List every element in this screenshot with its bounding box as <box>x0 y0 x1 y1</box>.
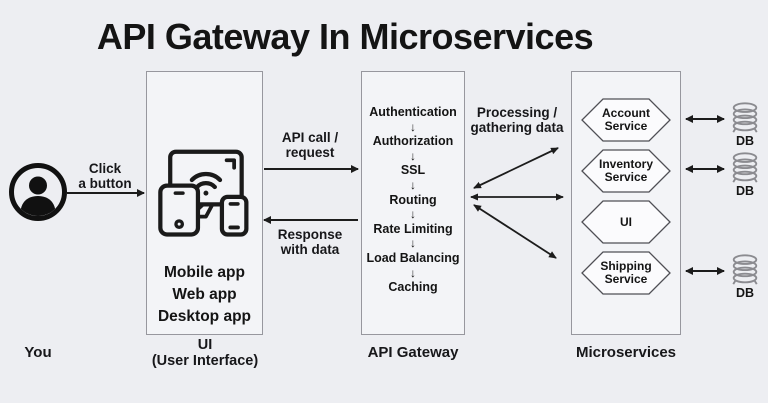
response-line1: Response <box>277 227 343 242</box>
down-arrow-icon: ↓ <box>410 177 416 192</box>
arrow-ms-db-1 <box>685 115 725 123</box>
db-label: DB <box>735 184 755 198</box>
service-hexagon-inventory: Inventory Service <box>581 149 671 193</box>
hexagon-shape <box>581 98 671 142</box>
processing-label: Processing / gathering data <box>464 105 570 135</box>
services-list: Account Service Inventory Service UI Shi… <box>572 98 680 295</box>
ui-caption-line1: UI <box>197 337 213 353</box>
arrowhead-right <box>137 189 145 197</box>
database-icon <box>732 152 758 183</box>
gateway-step: Rate Limiting <box>373 221 453 236</box>
response-line2: with data <box>280 242 340 257</box>
gateway-step: Authorization <box>372 134 454 149</box>
microservices-caption: Microservices <box>575 344 677 361</box>
database-icon <box>732 102 758 133</box>
arrow-response <box>263 216 358 224</box>
actor-label: You <box>24 344 52 361</box>
devices-icon <box>158 149 249 237</box>
arrow-api-call <box>264 165 359 173</box>
app-item-desktop: Desktop app <box>157 308 251 325</box>
service-hexagon-ui: UI <box>581 200 671 244</box>
response-label: Response with data <box>264 227 356 257</box>
service-label: Shipping Service <box>600 259 652 286</box>
gateway-caption: API Gateway <box>367 344 459 361</box>
click-action-label: Click a button <box>67 161 143 191</box>
gateway-step: Load Balancing <box>366 250 460 265</box>
api-call-label: API call / request <box>264 130 356 160</box>
arrow-gateway-ms-up <box>473 147 559 189</box>
api-call-line1: API call / <box>281 130 339 145</box>
db-label: DB <box>735 286 755 300</box>
arrowhead-right <box>717 267 725 275</box>
ui-box: Mobile app Web app Desktop app <box>146 71 263 335</box>
click-action-line1: Click <box>88 161 122 176</box>
service-label: Account Service <box>602 106 650 133</box>
service-label: UI <box>620 214 632 229</box>
service-label: Inventory Service <box>598 157 653 184</box>
app-item-mobile: Mobile app <box>164 264 245 281</box>
apps-list: Mobile app Web app Desktop app <box>147 262 262 328</box>
gateway-step: SSL <box>400 163 426 178</box>
api-gateway-box: Authentication ↓ Authorization ↓ SSL ↓ R… <box>361 71 465 335</box>
gateway-step: Authentication <box>369 105 457 119</box>
ui-caption: UI (User Interface) <box>134 337 276 369</box>
arrow-ms-db-3 <box>685 267 725 275</box>
page-title: API Gateway In Microservices <box>96 16 594 57</box>
gateway-microservices-arrows <box>470 147 564 259</box>
app-item-web: Web app <box>172 286 237 303</box>
database-icon <box>732 254 758 285</box>
arrowhead-left <box>263 216 271 224</box>
gateway-step: Routing <box>389 192 437 207</box>
database-unit-1: DB <box>725 102 765 148</box>
arrowhead-left <box>685 115 693 123</box>
arrowhead-right <box>351 165 359 173</box>
down-arrow-icon: ↓ <box>410 236 416 251</box>
processing-line2: gathering data <box>470 120 564 135</box>
arrow-you-to-ui <box>67 189 145 197</box>
processing-line1: Processing / <box>476 105 558 120</box>
arrowhead-right <box>717 115 725 123</box>
arrowhead-left <box>685 267 693 275</box>
api-call-line2: request <box>285 145 335 160</box>
down-arrow-icon: ↓ <box>410 148 416 163</box>
down-arrow-icon: ↓ <box>410 207 416 222</box>
db-label: DB <box>735 134 755 148</box>
arrowhead-right <box>717 165 725 173</box>
service-hexagon-shipping: Shipping Service <box>581 251 671 295</box>
service-hexagon-account: Account Service <box>581 98 671 142</box>
microservices-box: Account Service Inventory Service UI Shi… <box>571 71 681 335</box>
database-unit-2: DB <box>725 152 765 198</box>
gateway-steps: Authentication ↓ Authorization ↓ SSL ↓ R… <box>362 105 464 295</box>
down-arrow-icon: ↓ <box>410 119 416 134</box>
arrow-gateway-ms-down <box>473 204 557 259</box>
gateway-step: Caching <box>388 280 438 295</box>
down-arrow-icon: ↓ <box>410 265 416 280</box>
database-unit-3: DB <box>725 254 765 300</box>
user-icon <box>9 163 67 221</box>
hexagon-shape <box>581 200 671 244</box>
hexagon-shape <box>581 149 671 193</box>
arrowhead-left <box>685 165 693 173</box>
click-action-line2: a button <box>78 176 132 191</box>
ui-caption-line2: (User Interface) <box>151 352 259 369</box>
hexagon-shape <box>581 251 671 295</box>
arrow-ms-db-2 <box>685 165 725 173</box>
